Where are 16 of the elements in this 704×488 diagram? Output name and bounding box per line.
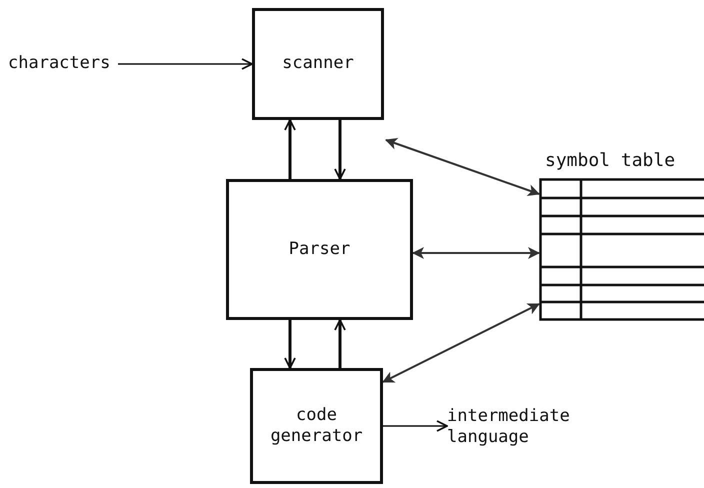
arrow	[284, 320, 296, 369]
process-box: code generator	[250, 368, 383, 484]
arrow	[383, 420, 448, 432]
output-label: intermediate language	[447, 406, 571, 448]
process-box: scanner	[252, 8, 384, 120]
arrow	[382, 303, 540, 383]
arrow	[334, 120, 346, 180]
symbol-table	[539, 150, 704, 321]
arrow	[334, 319, 346, 368]
arrow	[385, 138, 540, 196]
table-heading: symbol table	[545, 150, 676, 172]
arrow	[412, 247, 540, 259]
arrow	[118, 58, 253, 70]
process-box: Parser	[226, 179, 413, 320]
arrow	[284, 119, 296, 179]
input-label: characters	[8, 53, 110, 75]
